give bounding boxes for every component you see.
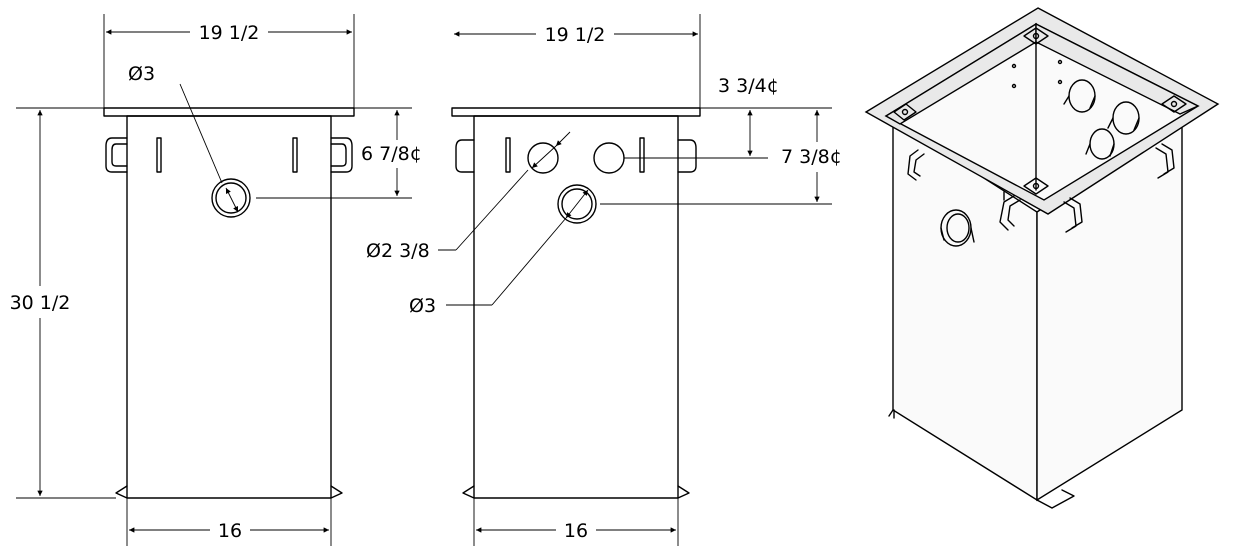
iso-handle-left-2: [999, 195, 1021, 231]
side-large-hole-inner: [561, 188, 593, 220]
iso-handle-right-2: [1155, 143, 1175, 179]
iso-inner-back-right: [1035, 22, 1200, 115]
front-hole-diameter-label: Ø3: [128, 63, 155, 85]
side-handle-left: [455, 139, 475, 173]
iso-corner-right: [1161, 95, 1187, 113]
front-bottom-width-label: 16: [218, 520, 242, 542]
iso-corner-left: [893, 103, 917, 121]
side-slot-right: [639, 137, 645, 173]
front-hole: [211, 178, 251, 218]
front-slot-right: [292, 137, 298, 173]
front-handle-right-inner: [330, 143, 347, 167]
side-large-hole: [557, 184, 597, 224]
side-body: [473, 115, 679, 499]
side-small-hole-offset-label: 3 3/4¢: [718, 75, 779, 97]
iso-bottom-foot: [1036, 489, 1075, 509]
front-handle-left: [105, 137, 128, 173]
front-view: 19 1/2 30 1/2 Ø3 6 7/8¢ 16: [10, 14, 422, 546]
front-handle-right: [330, 137, 353, 173]
iso-corner-top: [1023, 27, 1049, 45]
front-hole-inner: [215, 182, 247, 214]
side-view: 19 1/2 3 3/4¢ 7 3/8¢ Ø2 3/8 Ø3 16: [366, 14, 842, 546]
iso-outer-tube: [940, 209, 972, 247]
front-body: [126, 115, 332, 499]
front-slot-left: [156, 137, 162, 173]
side-large-hole-offset-label: 7 3/8¢: [781, 146, 842, 168]
side-slot-left: [505, 137, 511, 173]
front-hole-offset-label: 6 7/8¢: [361, 143, 422, 165]
front-foot-right: [330, 485, 343, 499]
side-foot-right: [677, 485, 690, 499]
side-bottom-width-label: 16: [564, 520, 588, 542]
side-small-hole-left: [527, 142, 559, 174]
iso-corner-bottom: [1023, 177, 1049, 195]
iso-handle-left-1: [907, 149, 925, 181]
side-large-hole-diameter-label: Ø3: [409, 295, 436, 317]
front-handle-left-inner: [111, 143, 128, 167]
side-handle-right: [677, 139, 697, 173]
front-foot-left: [115, 485, 128, 499]
side-top-width-label: 19 1/2: [545, 24, 606, 46]
front-top-width-label: 19 1/2: [199, 22, 260, 44]
iso-bottom-edge: [888, 409, 894, 417]
side-small-hole-diameter-label: Ø2 3/8: [366, 240, 430, 262]
side-foot-left: [462, 485, 475, 499]
isometric-view: [864, 7, 1220, 509]
iso-handle-right-1: [1063, 197, 1083, 233]
front-height-label: 30 1/2: [10, 292, 71, 314]
side-flange: [451, 107, 701, 117]
front-flange: [103, 107, 355, 117]
side-small-hole-right: [593, 142, 625, 174]
